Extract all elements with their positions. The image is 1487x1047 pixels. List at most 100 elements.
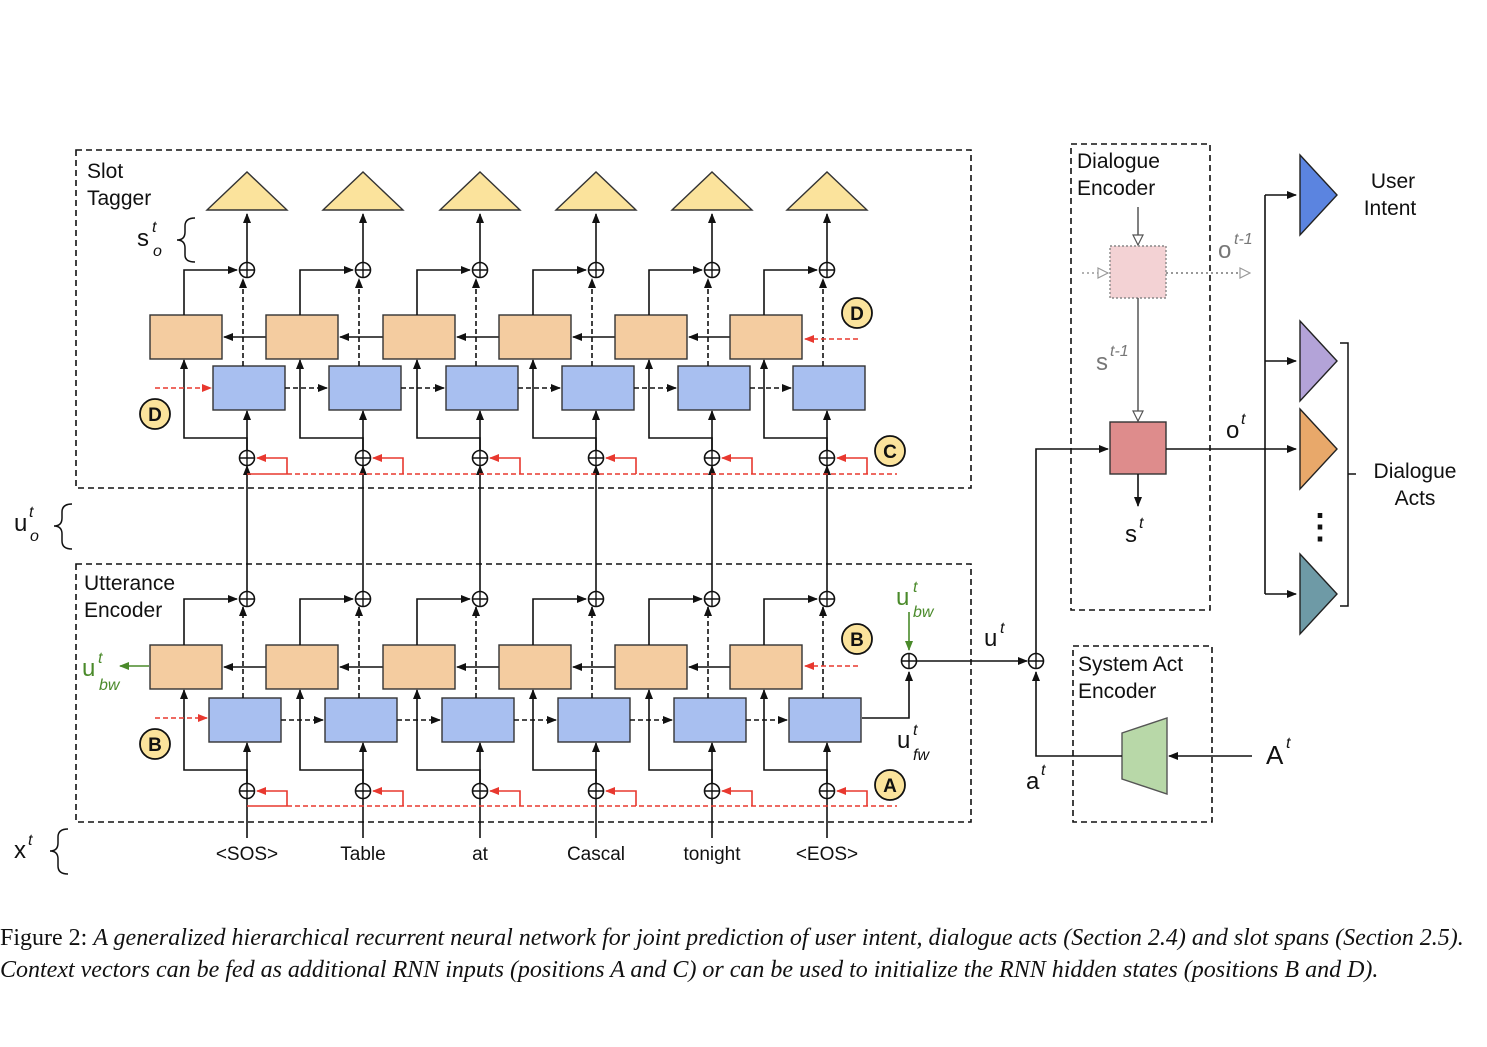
label-u-bw-left-base: u [82, 655, 95, 682]
col-1-tag-fw-cell [212, 365, 286, 411]
col-1-enc-out-sum-plus [239, 591, 255, 607]
marker-a-circle [874, 769, 906, 801]
col-4-token: Cascal [567, 844, 625, 865]
act-triangle-1 [1299, 319, 1338, 403]
col-2-tag-fw-cell [328, 365, 402, 411]
col-3-red-context-a [489, 787, 521, 806]
label-u-fw-base: u [897, 727, 910, 754]
col-4-tag-input-sum-plus [588, 450, 604, 466]
col-5-red-context-c [721, 454, 753, 474]
col-4-enc-input-sum-plus [588, 783, 604, 799]
dialogue-encoder-title-1: Dialogue [1077, 150, 1160, 173]
label-u-base: u [984, 625, 997, 652]
fw-out-line [862, 671, 913, 719]
label-o-prev-sup: t-1 [1234, 231, 1253, 248]
label-u-o-sub: o [30, 528, 39, 545]
col-2-slot-output-triangle [321, 171, 405, 211]
col-5-tag-fw-cell [677, 365, 751, 411]
col-4-enc-sum-to-bw [529, 689, 597, 784]
system-act-encoder-title-2: Encoder [1078, 680, 1156, 703]
col-3-tag-input-sum-plus [472, 450, 488, 466]
col-6-tag-fw-cell [792, 365, 866, 411]
label-o-prev: o t-1 [1218, 231, 1253, 264]
col-2-red-context-c [372, 454, 404, 474]
marker-b-top: B [841, 623, 873, 655]
col-2-fw-cell [324, 697, 398, 743]
user-intent-label-2: Intent [1364, 197, 1417, 220]
col-5-enc-sum-to-bw [645, 689, 713, 784]
label-s-base: s [1125, 521, 1137, 548]
label-s: s t [1125, 515, 1144, 548]
label-s-o: s t o [137, 219, 162, 260]
col-1-enc-sum-to-bw [180, 689, 248, 784]
caption-pos-b: B [1284, 957, 1300, 983]
col-2-token: Table [340, 844, 385, 865]
figure-caption: Figure 2: A generalized hierarchical rec… [0, 922, 1480, 986]
marker-b-top-letter: B [850, 630, 864, 651]
col-6-fw-cell [788, 697, 862, 743]
col-2-tag-bw-to-out-sum [299, 266, 354, 315]
brace-x [49, 828, 69, 875]
marker-d-top-letter: D [850, 304, 864, 325]
col-3-bw-to-out-sum [416, 595, 471, 645]
label-x: x t [14, 832, 33, 864]
col-1-bw-cell [149, 644, 223, 690]
col-4-tag-fw-cell [561, 365, 635, 411]
label-u-bw-right-sub: bw [913, 604, 935, 621]
label-A-sup: t [1286, 735, 1291, 752]
label-s-prev-base: s [1096, 349, 1108, 376]
col-5-tag-bw-cell [614, 314, 688, 360]
label-o-sup: t [1241, 411, 1246, 428]
user-intent-label-1: User [1371, 170, 1415, 193]
col-4-bw-cell [498, 644, 572, 690]
col-1-token: <SOS> [216, 844, 278, 865]
caption-pos-c: C [672, 957, 689, 983]
marker-b-left-letter: B [148, 735, 162, 756]
col-6-tag-bw-to-out-sum [763, 266, 818, 315]
dialogue-acts-label-1: Dialogue [1374, 460, 1457, 483]
col-1-tag-out-sum-plus [239, 262, 255, 278]
col-2-tag-bw-cell [265, 314, 339, 360]
label-u-sup: t [1000, 620, 1005, 637]
col-6-red-context-a [836, 787, 868, 806]
col-4-red-context-a [605, 787, 637, 806]
slot-tagger-title-1: Slot [87, 160, 123, 183]
marker-d-left: D [139, 398, 171, 430]
label-u-bw-right-sup: t [913, 579, 918, 596]
label-u-fw: u t fw [897, 722, 930, 764]
col-5-tag-out-sum-plus [704, 262, 720, 278]
dialogue-encoder-title-2: Encoder [1077, 177, 1155, 200]
col-2-tag-sum-to-bw [296, 359, 364, 450]
system-act-trapezoid [1121, 717, 1168, 795]
col-2-bw-to-out-sum [299, 595, 354, 645]
hierarchical-rnn-diagram: Slot Tagger Utterance Encoder Dialogue E… [14, 143, 1457, 875]
col-5-tag-sum-to-bw [645, 359, 713, 450]
marker-d-left-circle [139, 398, 171, 430]
col-3-enc-out-sum-plus [472, 591, 488, 607]
caption-text-4: and [1299, 957, 1348, 983]
label-a: a t [1026, 762, 1046, 795]
label-u-o-sup: t [29, 504, 34, 521]
col-6-red-context-c [836, 454, 868, 474]
label-u-bw-left: u t bw [82, 650, 121, 694]
col-2-tag-out-sum-plus [355, 262, 371, 278]
col-4-tag-bw-cell [498, 314, 572, 360]
col-5-slot-output-triangle [670, 171, 754, 211]
col-5-enc-out-sum-plus [704, 591, 720, 607]
col-3-slot-output-triangle [438, 171, 522, 211]
col-4-slot-output-triangle [554, 171, 638, 211]
col-1-tag-sum-to-bw [180, 359, 248, 450]
label-u-bw-left-sup: t [98, 650, 103, 667]
col-3-tag-bw-cell [382, 314, 456, 360]
encoder-to-merge [1032, 671, 1122, 757]
col-3-tag-sum-to-bw [413, 359, 481, 450]
label-s-sup: t [1139, 515, 1144, 532]
caption-text-2: and [624, 957, 673, 983]
user-intent-triangle [1299, 153, 1338, 237]
label-u-o: u t o [14, 504, 39, 545]
acts-ellipsis: ⋮ [1303, 508, 1337, 546]
label-s-o-sup: t [152, 219, 157, 236]
marker-d-top-circle [841, 297, 873, 329]
col-1-tag-bw-to-out-sum [183, 266, 238, 315]
